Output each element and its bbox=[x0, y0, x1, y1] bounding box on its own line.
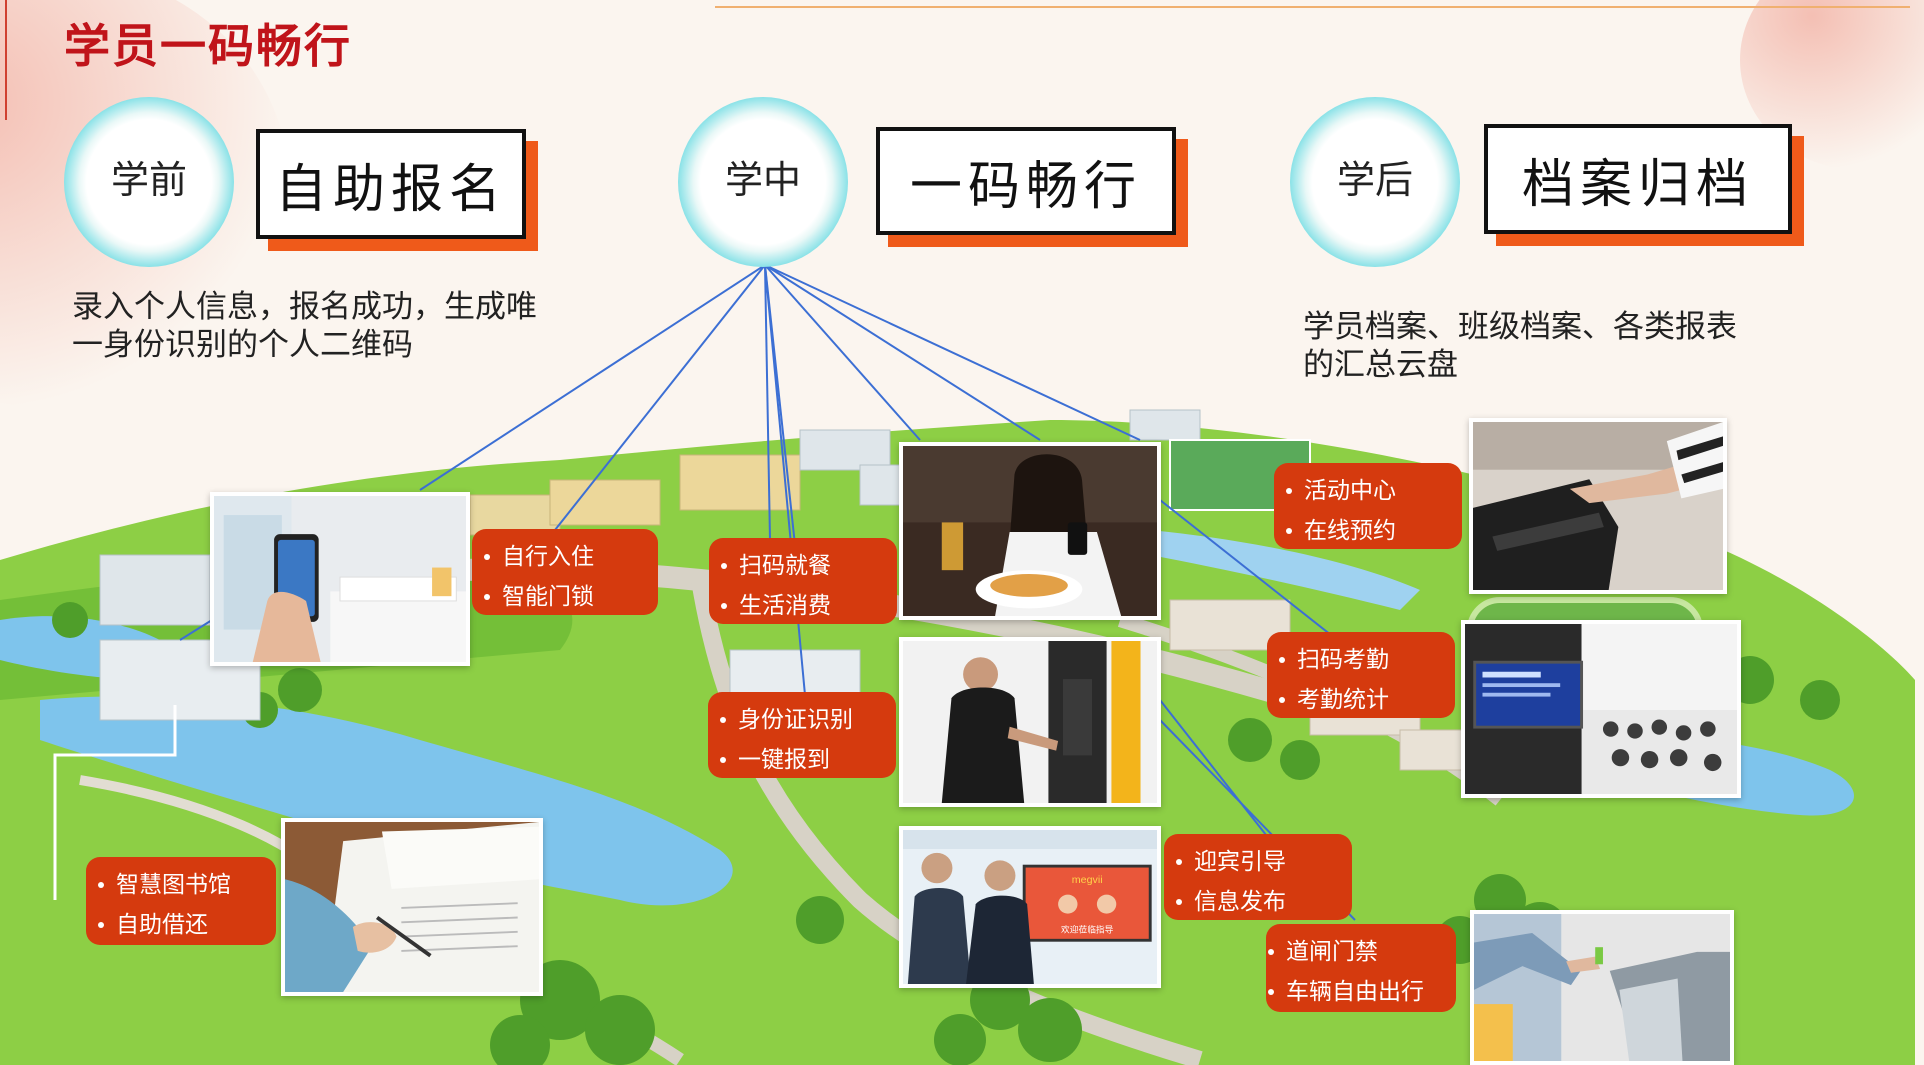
stage-box-self-registration: 自助报名 bbox=[256, 129, 526, 239]
tag-gate-access: 道闸门禁 车辆自由出行 bbox=[1266, 924, 1456, 1012]
tag-item: 扫码就餐 bbox=[721, 546, 897, 586]
tag-item: 智能门锁 bbox=[484, 577, 658, 617]
desc-line: 的汇总云盘 bbox=[1303, 347, 1458, 383]
tag-item: 自行入住 bbox=[484, 537, 658, 577]
stage-circle-after: 学后 bbox=[1290, 97, 1460, 267]
tag-item: 考勤统计 bbox=[1279, 680, 1455, 720]
tag-attendance: 扫码考勤 考勤统计 bbox=[1267, 632, 1455, 718]
tag-dining: 扫码就餐 生活消费 bbox=[709, 538, 897, 624]
tag-welcome-guide: 迎宾引导 信息发布 bbox=[1164, 834, 1352, 920]
tag-item: 扫码考勤 bbox=[1279, 640, 1455, 680]
tag-item: 活动中心 bbox=[1286, 471, 1462, 511]
tag-item: 身份证识别 bbox=[720, 700, 896, 740]
photo-welcome-screen: megvii 欢迎莅临指导 bbox=[899, 826, 1161, 988]
photo-card-reader-gate bbox=[1469, 418, 1727, 594]
photo-hotel-room-phone bbox=[210, 492, 470, 666]
tag-item: 生活消费 bbox=[721, 586, 897, 626]
stage-desc-after: 学员档案、班级档案、各类报表 的汇总云盘 bbox=[1303, 308, 1737, 384]
photo-turnstile-entry bbox=[1470, 910, 1734, 1065]
tag-item: 道闸门禁 bbox=[1268, 932, 1456, 972]
tag-accommodation: 自行入住 智能门锁 bbox=[472, 529, 658, 615]
desc-line: 一身份识别的个人二维码 bbox=[72, 327, 413, 363]
photo-check-in-kiosk bbox=[899, 637, 1161, 807]
tag-item: 在线预约 bbox=[1286, 511, 1462, 551]
tag-activity-center: 活动中心 在线预约 bbox=[1274, 463, 1462, 549]
photo-attendance-screen bbox=[1461, 620, 1741, 798]
desc-line: 录入个人信息，报名成功，生成唯 bbox=[72, 289, 537, 325]
stage-circle-before: 学前 bbox=[64, 97, 234, 267]
screen-text: 欢迎莅临指导 bbox=[1061, 924, 1114, 936]
tag-item: 车辆自由出行 bbox=[1268, 972, 1456, 1012]
stage-circle-label: 学中 bbox=[724, 157, 801, 202]
tag-item: 自助借还 bbox=[98, 905, 276, 945]
tag-id-check-in: 身份证识别 一键报到 bbox=[708, 692, 896, 778]
stage-circle-label: 学前 bbox=[110, 157, 187, 202]
stage-circle-label: 学后 bbox=[1336, 157, 1413, 202]
stage-circle-during: 学中 bbox=[678, 97, 848, 267]
stage-box-one-code: 一码畅行 bbox=[876, 127, 1176, 235]
photo-woman-dining-phone bbox=[899, 442, 1161, 620]
page-title: 学员一码畅行 bbox=[64, 19, 352, 73]
tag-item: 信息发布 bbox=[1176, 882, 1352, 922]
screen-brand: megvii bbox=[1072, 874, 1103, 886]
desc-line: 学员档案、班级档案、各类报表 bbox=[1303, 309, 1737, 345]
stage-box-archive: 档案归档 bbox=[1484, 124, 1792, 234]
tag-smart-library: 智慧图书馆 自助借还 bbox=[86, 857, 276, 945]
tag-item: 迎宾引导 bbox=[1176, 842, 1352, 882]
stage-desc-before: 录入个人信息，报名成功，生成唯 一身份识别的个人二维码 bbox=[72, 288, 537, 364]
tag-item: 一键报到 bbox=[720, 740, 896, 780]
photo-reading-book bbox=[281, 818, 543, 996]
tag-item: 智慧图书馆 bbox=[98, 865, 276, 905]
